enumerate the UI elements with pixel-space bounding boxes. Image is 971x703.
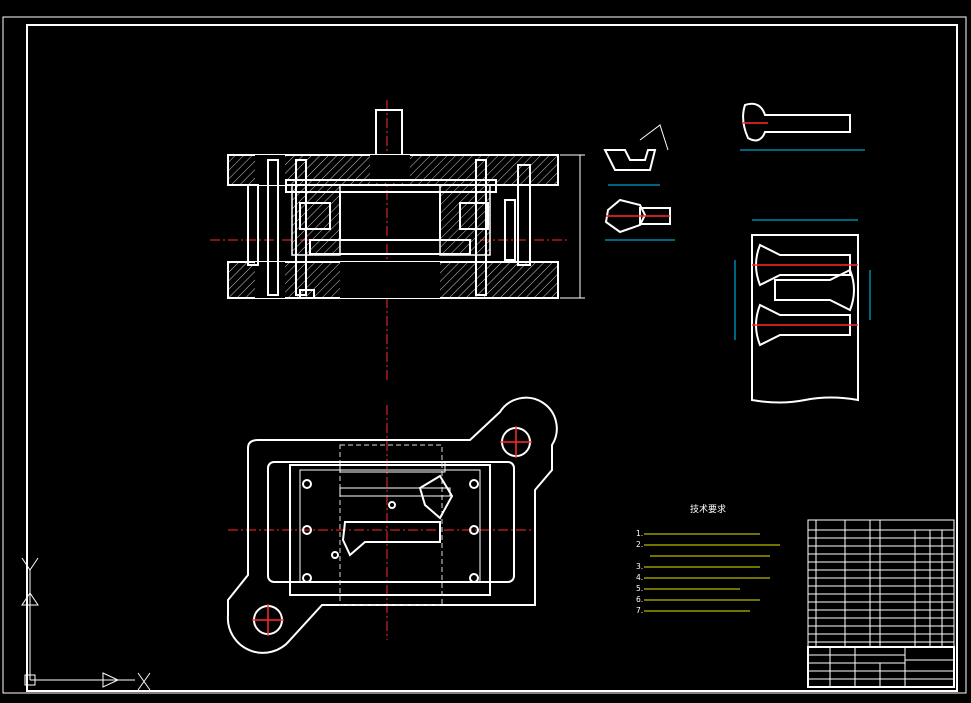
title-block [807,646,955,688]
tech-req-line: 5. [636,584,643,593]
part-blank-view[interactable] [740,102,865,151]
tech-req-line: 6. [636,595,643,604]
tech-req-line: 1. [636,529,643,538]
tech-req-title: 技术要求 [690,503,726,515]
parts-list-table [807,519,955,648]
ucs-y-axis-icon [21,557,39,680]
part-detail-views[interactable] [603,124,675,241]
tech-req-line: 7. [636,606,643,615]
sheet-outer-border [2,16,967,694]
strip-layout-view[interactable] [734,219,871,404]
tech-req-line: 3. [636,562,643,571]
tech-req-line: 4. [636,573,643,582]
bolt-hole-pattern [302,479,479,583]
front-section-view[interactable] [210,100,585,380]
technical-requirements: 技术要求 1. 2. 3. 4. 5. 6. 7. [636,503,780,615]
sheet-inner-border [26,24,958,692]
tech-req-line: 2. [636,540,643,549]
ucs-x-axis-icon [24,672,151,691]
top-plan-view[interactable] [226,396,558,654]
